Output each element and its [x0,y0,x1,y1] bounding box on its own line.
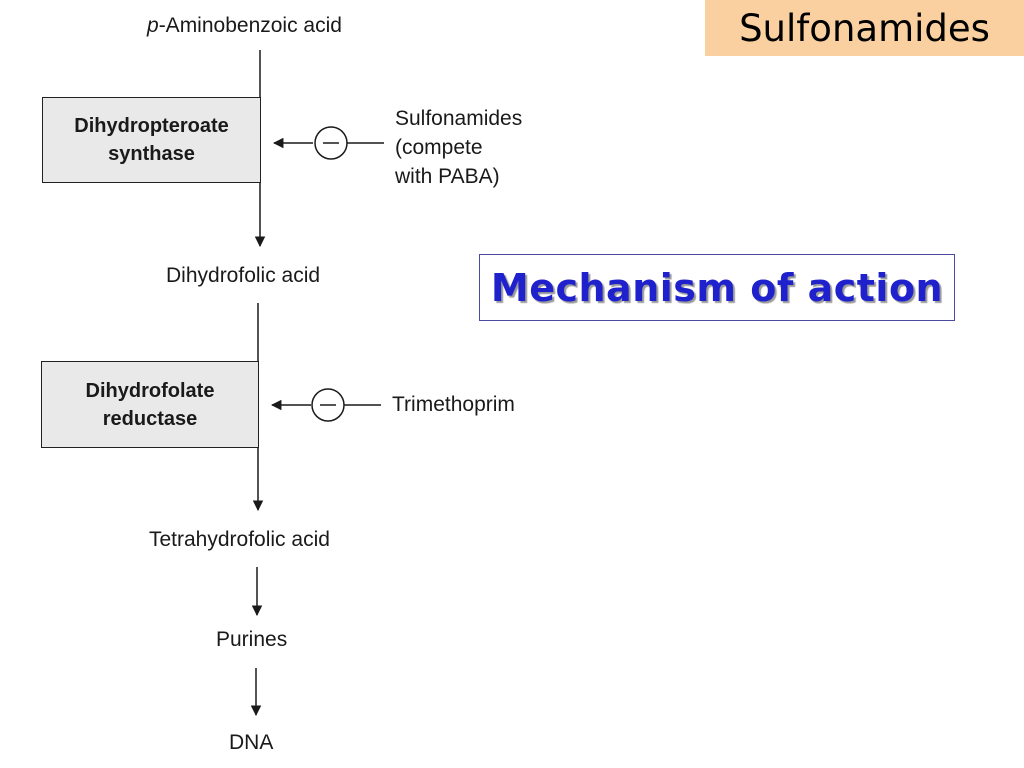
substrate-label: p-Aminobenzoic acid [147,14,342,38]
substrate-prefix: p [147,14,159,37]
enzyme1-line1: Dihydropteroate [74,115,229,137]
enzyme2-line2: reductase [102,407,198,430]
enzyme-dihydropteroate-synthase: Dihydropteroate synthase [42,97,261,183]
slide-title: Sulfonamides [705,0,1024,56]
inhibitor1-line1: Sulfonamides [395,107,523,130]
inhibitor-trimethoprim: Trimethoprim [392,393,515,416]
mechanism-heading: Mechanism of action [479,254,955,321]
inhibitor-sulfonamides: Sulfonamides (compete with PABA) [395,104,522,191]
inhibitor1-line3: with PABA) [395,165,500,188]
enzyme-dihydrofolate-reductase: Dihydrofolate reductase [41,361,259,448]
product-tetrahydrofolic-acid: Tetrahydrofolic acid [149,528,330,551]
inhibitor1-line2: (compete [395,136,483,159]
enzyme1-line2: synthase [108,143,195,165]
substrate-name: -Aminobenzoic acid [158,14,342,37]
mechanism-heading-text: Mechanism of action [490,265,944,310]
slide-title-text: Sulfonamides [739,6,990,50]
product-purines: Purines [216,628,288,651]
intermediate-dihydrofolic-acid: Dihydrofolic acid [166,264,321,287]
enzyme2-line1: Dihydrofolate [85,379,215,402]
product-dna: DNA [229,731,274,754]
